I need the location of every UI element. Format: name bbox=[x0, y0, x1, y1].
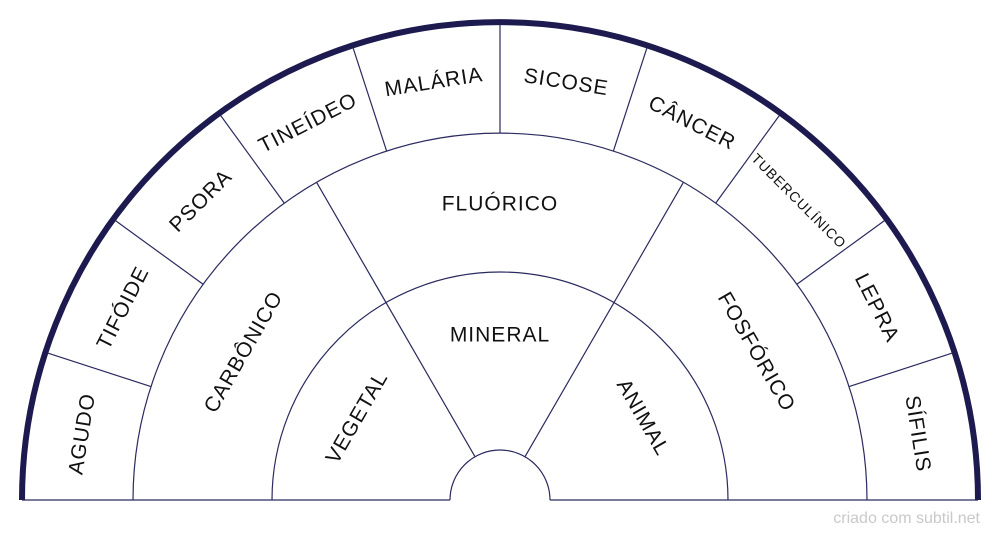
outer-divider-8 bbox=[112, 218, 204, 285]
outer-label-6: SICOSE bbox=[522, 64, 610, 100]
outer-label-5: MALÁRIA bbox=[383, 63, 485, 101]
inner-ring-arc bbox=[271, 271, 729, 501]
outer-label-3: PSORA bbox=[165, 165, 237, 237]
outer-label-1: AGUDO bbox=[64, 392, 100, 477]
outer-label-8: TUBERCULÍNICO bbox=[748, 150, 849, 251]
sector-divider-1 bbox=[524, 181, 685, 457]
inner-label-vegetal: VEGETAL bbox=[322, 367, 393, 467]
outer-rim bbox=[19, 19, 981, 501]
middle-ring-arc bbox=[132, 132, 868, 501]
outer-label-4: TINEÍDEO bbox=[255, 89, 361, 158]
middle-label-3: FOSFÓRICO bbox=[713, 288, 800, 415]
hub-arc bbox=[449, 449, 551, 501]
outer-label-10: SÍFILIS bbox=[900, 394, 935, 474]
inner-label-mineral: MINERAL bbox=[450, 324, 550, 347]
outer-divider-2 bbox=[796, 218, 888, 285]
credit-text: criado com subtil.net bbox=[833, 510, 980, 527]
outer-label-2: TIFÓIDE bbox=[92, 263, 153, 353]
outer-divider-3 bbox=[715, 112, 782, 204]
outer-label-9: LEPRA bbox=[850, 270, 904, 346]
outer-divider-1 bbox=[848, 351, 955, 388]
outer-divider-6 bbox=[351, 45, 388, 152]
outer-divider-4 bbox=[612, 45, 649, 152]
inner-label-animal: ANIMAL bbox=[612, 375, 674, 459]
outer-label-7: CÂNCER bbox=[645, 91, 740, 154]
outer-divider-9 bbox=[45, 351, 152, 388]
chart-lines bbox=[19, 19, 981, 501]
middle-label-2: FLUÓRICO bbox=[442, 193, 559, 216]
outer-divider-7 bbox=[218, 112, 285, 204]
middle-label-1: CARBÔNICO bbox=[200, 287, 288, 416]
sector-divider-2 bbox=[315, 181, 476, 457]
